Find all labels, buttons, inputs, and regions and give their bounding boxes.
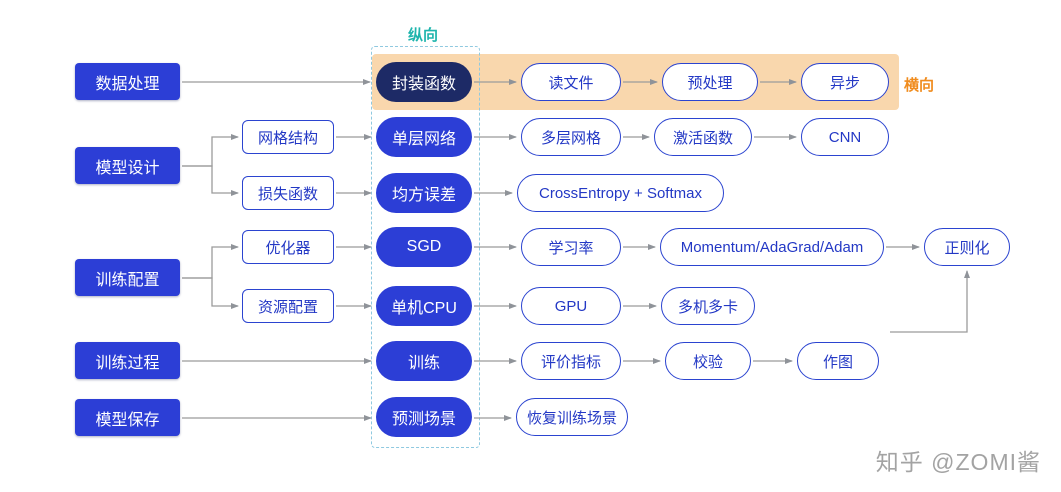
component-network-structure: 网格结构 bbox=[242, 120, 334, 154]
stage-model-design: 模型设计 bbox=[75, 147, 180, 184]
node-momentum-adagrad-adam: Momentum/AdaGrad/Adam bbox=[660, 228, 884, 266]
stage-data-processing: 数据处理 bbox=[75, 63, 180, 100]
node-resume-training-scene: 恢复训练场景 bbox=[516, 398, 628, 436]
stage-model-save: 模型保存 bbox=[75, 399, 180, 436]
stage-training-config: 训练配置 bbox=[75, 259, 180, 296]
node-gpu: GPU bbox=[521, 287, 621, 325]
node-plot: 作图 bbox=[797, 342, 879, 380]
node-async: 异步 bbox=[801, 63, 889, 101]
node-multi-machine-card: 多机多卡 bbox=[661, 287, 755, 325]
component-resource-config: 资源配置 bbox=[242, 289, 334, 323]
node-activation: 激活函数 bbox=[654, 118, 752, 156]
baseline-single-layer-net: 单层网络 bbox=[376, 117, 472, 157]
baseline-train: 训练 bbox=[376, 341, 472, 381]
node-preprocess: 预处理 bbox=[662, 63, 758, 101]
node-regularization: 正则化 bbox=[924, 228, 1010, 266]
baseline-sgd: SGD bbox=[376, 227, 472, 267]
node-eval-metric: 评价指标 bbox=[521, 342, 621, 380]
node-multilayer-net: 多层网格 bbox=[521, 118, 621, 156]
node-read-file: 读文件 bbox=[521, 63, 621, 101]
baseline-single-cpu: 单机CPU bbox=[376, 286, 472, 326]
component-optimizer: 优化器 bbox=[242, 230, 334, 264]
node-validation: 校验 bbox=[665, 342, 751, 380]
node-cnn: CNN bbox=[801, 118, 889, 156]
baseline-wrapper-function: 封装函数 bbox=[376, 62, 472, 102]
horizontal-axis-label: 横向 bbox=[904, 77, 935, 94]
vertical-axis-label: 纵向 bbox=[408, 27, 439, 44]
stage-training-process: 训练过程 bbox=[75, 342, 180, 379]
baseline-mse: 均方误差 bbox=[376, 173, 472, 213]
node-crossentropy-softmax: CrossEntropy + Softmax bbox=[517, 174, 724, 212]
baseline-predict-scene: 预测场景 bbox=[376, 397, 472, 437]
watermark: 知乎 @ZOMI酱 bbox=[875, 449, 1041, 475]
component-loss-function: 损失函数 bbox=[242, 176, 334, 210]
node-learning-rate: 学习率 bbox=[521, 228, 621, 266]
